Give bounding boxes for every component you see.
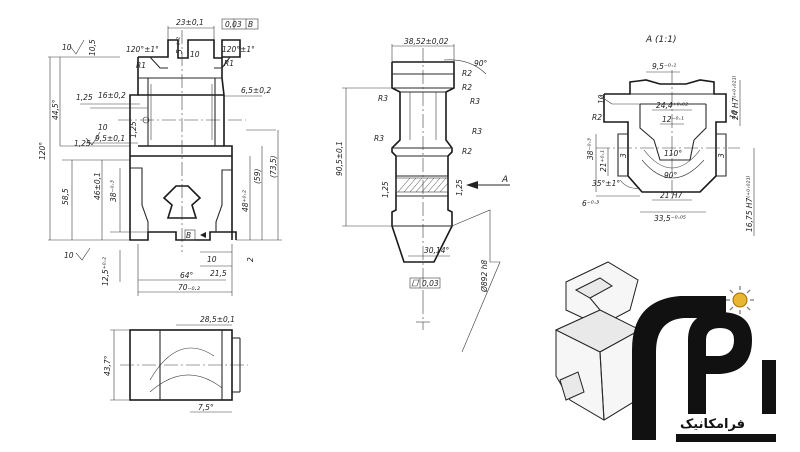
dim-43-7: 43,7° [103,355,112,376]
dim-24-h7: 24 H7⁽⁺⁰·⁰²¹⁾ [731,75,740,120]
dim-3-a: 3 [619,153,628,158]
isometric-view [554,261,642,421]
radius-r2-detail: R2 [592,113,602,122]
dim-1-25-b: 1,25 [129,121,138,138]
chamfer-left: 1,25 [381,181,390,198]
dim-10-5: 10,5 [88,39,97,56]
dim-21-h7: 21 H7 [660,191,683,200]
dim-10-b: 10 [727,108,739,120]
radius-r3-c: R3 [374,134,384,143]
radius-r2-a: R2 [462,69,472,78]
dim-7-5: 7,5° [198,403,214,412]
flatness-tolerance: 0,03 [422,279,439,288]
detail-view-a [595,70,755,236]
view-a-title: A (1:1) [645,35,677,45]
angle-110: 110° [664,149,682,158]
bottom-view [110,324,248,413]
logo-text: فرامکانیک [680,417,745,432]
dim-58-5: 58,5 [61,188,70,205]
radius-r3-d: R3 [472,127,482,136]
chamfer-right: 1,25 [455,179,464,196]
dim-44-5: 44,5° [51,99,60,120]
dim-6: 6⁻⁰·³ [582,199,599,208]
roughness-top: 10 [62,43,72,52]
datum-b-box [184,229,196,241]
roughness-left: 10 [98,123,108,132]
dim-38: 38⁻⁰·³ [109,180,118,202]
dim-9-5-detail: 9,5⁻⁰·¹ [652,62,676,71]
parallelism-tolerance: 0,03 [225,20,242,29]
dim-73-5: (73,5) [269,155,278,178]
dim-90-5: 90,5±0,1 [335,141,344,176]
roughness-slot: 10 [190,50,200,59]
angle-35: 35°±1° [592,179,620,188]
dim-top-width: 23±0,1 [176,18,204,27]
dim-16-75: 16,75 H7⁽⁺⁰·⁰²¹⁾ [745,176,754,232]
dim-28-5: 28,5±0,1 [200,315,235,324]
dim-38-detail: 38⁻⁰·³ [586,138,595,160]
chamfer-1-25: 1,25 [76,93,93,102]
dim-33-5: 33,5⁻⁰·⁰⁵ [654,214,686,223]
dim-30-14: 30,14° [424,246,449,255]
dim-46: 46±0,1 [93,172,102,200]
dim-slot-depth: 5⁻⁰·² [175,37,184,54]
company-logo [632,286,784,442]
dim-6-5: 6,5±0,2 [241,86,271,95]
angle-left: 120°±1° [126,45,159,54]
dim-3-b: 3 [717,153,726,158]
dim-21: 21⁺⁰·¹ [599,150,608,172]
radius-r3-b: R3 [470,97,480,106]
radius-r3-a: R3 [378,94,388,103]
datum-b-label: B [186,231,191,240]
section-arrow-label: A [501,175,508,185]
dim-64: 64° [180,271,194,280]
side-view [342,44,510,353]
angle-90-detail: 90° [664,171,678,180]
dim-59: (59) [253,169,262,184]
roughness-bottom: 10 [64,251,74,260]
dim-16: 16±0,2 [98,91,126,100]
dim-10: 10 [207,255,217,264]
dim-38-52: 38,52±0,02 [404,37,449,46]
dim-diameter-892: Ø892 h8 [480,260,489,293]
dim-120: 120° [38,142,47,160]
dim-12-5: 12,5⁺⁰·² [101,257,110,286]
angle-90: 90° [474,59,488,68]
dim-70: 70₋₀.₂ [178,283,200,292]
angle-right: 120°±1° [222,45,255,54]
dim-10-a: 10 [597,94,606,104]
dim-9-5: 9,5±0,1 [95,134,125,143]
dim-48: 48⁺⁰·² [241,190,250,212]
dim-2: 2 [246,257,255,262]
parallelism-datum: B [248,20,253,29]
radius-r2-c: R2 [462,147,472,156]
dim-12: 12⁻⁰·¹ [662,115,684,124]
front-view [48,18,282,296]
dim-21-5: 21,5 [210,269,227,278]
radius-left: R1 [136,61,146,70]
radius-right: R1 [224,59,234,68]
radius-r2-b: R2 [462,83,472,92]
dim-1-25-c: 1,25 [74,139,91,148]
dim-24-4: 24,4⁺⁰·⁰² [656,101,688,110]
